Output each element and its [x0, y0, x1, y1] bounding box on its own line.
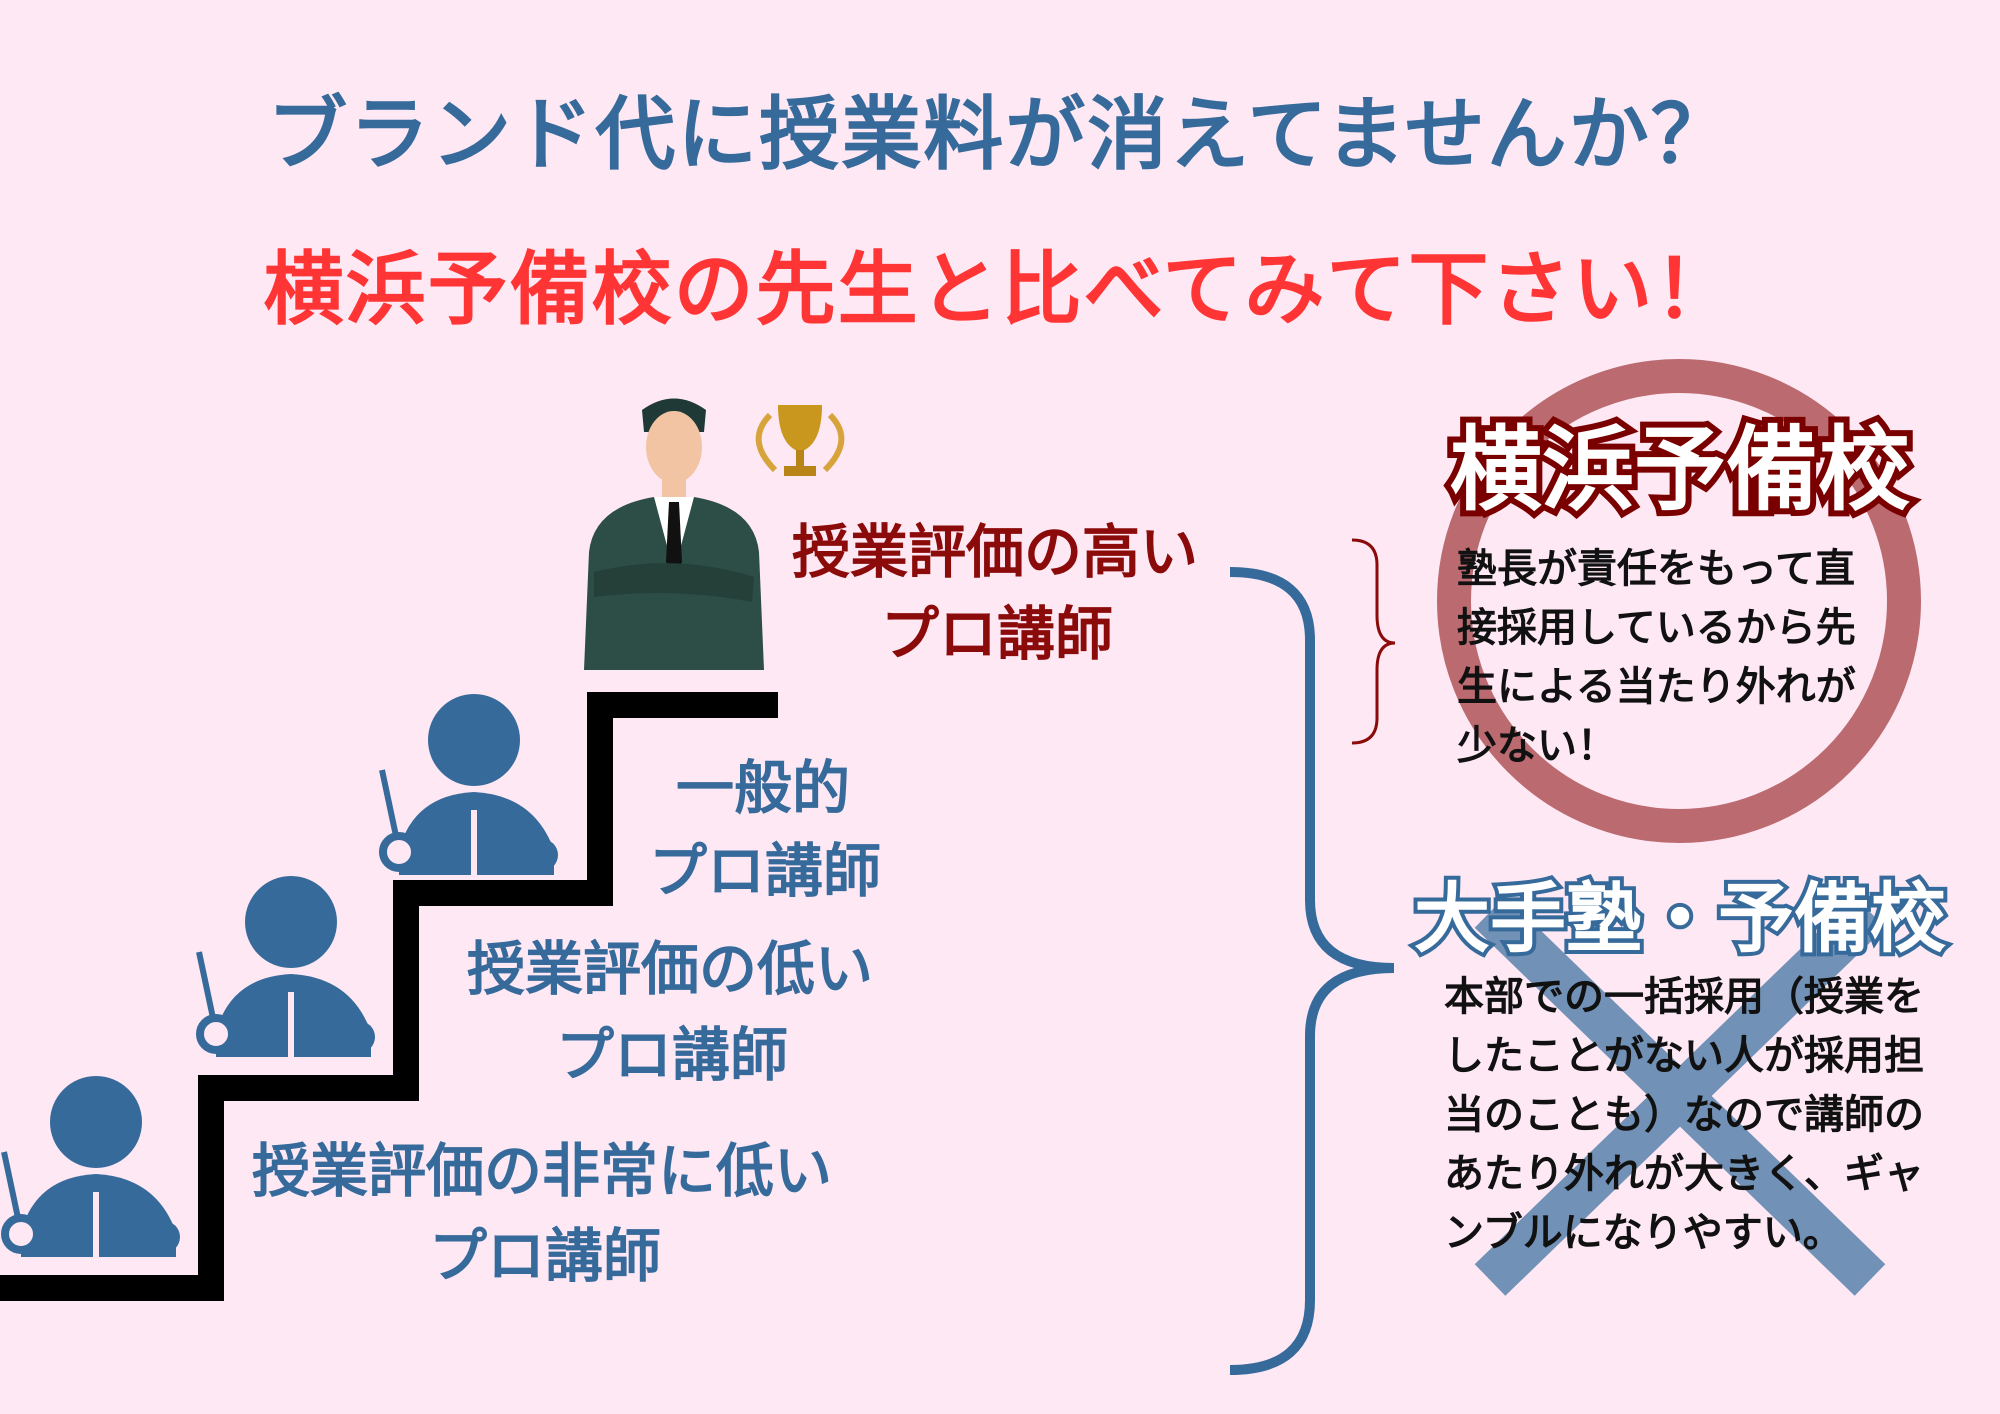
label-top-teacher-line2: プロ講師 — [880, 600, 1114, 668]
yokohama-line: 生による当たり外れが — [1457, 664, 1856, 710]
businessman-icon — [584, 398, 764, 670]
label-low-line1: 授業評価の低い — [466, 935, 874, 1003]
major-school-heading: 大手塾・予備校 — [1410, 870, 1950, 967]
big-brace — [1229, 567, 1395, 1375]
headline-question: ブランド代に授業料が消えてませんか？ — [267, 88, 1733, 181]
staircase — [0, 692, 778, 1301]
cross-mark — [1474, 896, 1886, 1296]
small-brace — [1351, 538, 1396, 745]
trophy-icon — [755, 405, 845, 476]
major-line: 本部での一括採用（授業を — [1444, 974, 1924, 1020]
label-general-line2: プロ講師 — [648, 837, 882, 905]
yokohama-line: 接採用しているから先 — [1457, 605, 1856, 651]
major-line: ンブルになりやすい。 — [1444, 1210, 1843, 1256]
label-very-low-line1: 授業評価の非常に低い — [251, 1137, 833, 1205]
yokohama-line: 塾長が責任をもって直 — [1457, 546, 1855, 592]
yokohama-line: 少ない！ — [1457, 723, 1617, 769]
yokohama-heading: 横浜予備校 — [1444, 411, 1916, 530]
reader-icon-top — [379, 694, 558, 880]
reader-icon-bottom — [1, 1076, 180, 1262]
headline-compare: 横浜予備校の先生と比べてみて下さい！ — [263, 243, 1737, 336]
label-general-line1: 一般的 — [675, 754, 851, 822]
circle-mark — [1437, 359, 1921, 843]
major-line: したことがない人が採用担 — [1444, 1033, 1924, 1079]
major-school-description: 本部での一括採用（授業を したことがない人が採用担 当のことも）なので講師の あ… — [1444, 968, 1964, 1263]
reader-icon-middle — [196, 876, 375, 1062]
yokohama-description: 塾長が責任をもって直 接採用しているから先 生による当たり外れが 少ない！ — [1457, 540, 1897, 776]
major-line: あたり外れが大きく、ギャ — [1444, 1151, 1924, 1197]
label-very-low-line2: プロ講師 — [428, 1222, 662, 1290]
label-low-line2: プロ講師 — [555, 1021, 789, 1089]
major-line: 当のことも）なので講師の — [1444, 1092, 1924, 1138]
label-top-teacher-line1: 授業評価の高い — [791, 518, 1199, 586]
